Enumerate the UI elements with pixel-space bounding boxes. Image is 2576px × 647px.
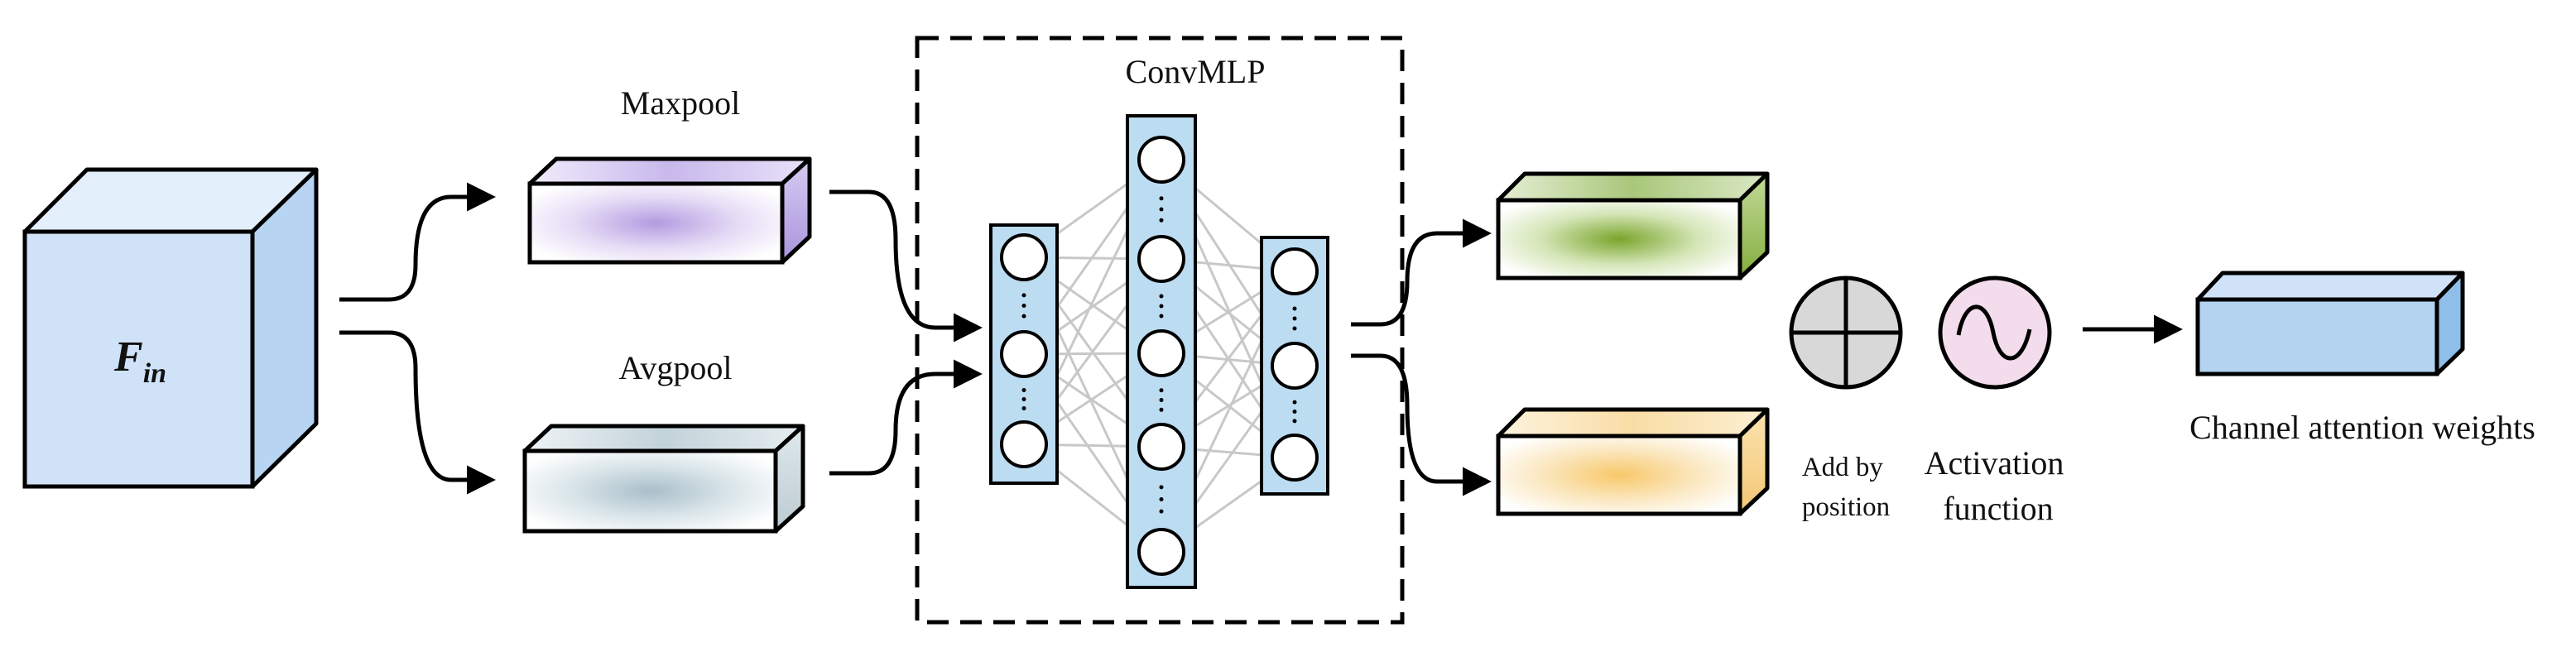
mlp-node — [1271, 434, 1319, 482]
mlp-node — [1000, 330, 1048, 378]
arrow-input-to-maxpool — [339, 182, 496, 302]
maxpool-top-face — [527, 156, 812, 186]
green-block-front-face — [1496, 198, 1742, 280]
mlp-node — [1137, 329, 1185, 377]
add-by-position-line1: Add by — [1802, 453, 1884, 482]
mlp-node — [1271, 247, 1319, 295]
convmlp-label: ConvMLP — [1126, 53, 1266, 90]
ellipsis-dot — [1159, 304, 1164, 309]
input-cube-front-face — [22, 229, 255, 489]
mlp-node — [1137, 136, 1185, 184]
activation-function-icon — [1938, 276, 2052, 390]
ellipsis-dot — [1159, 207, 1164, 212]
mlp-node — [1137, 235, 1185, 283]
ellipsis-dot — [1159, 407, 1164, 412]
avgpool-label: Avgpool — [618, 349, 732, 386]
avgpool-mlp-output-block — [1496, 407, 1770, 516]
arrow-convmlp-to-orange — [1351, 353, 1492, 496]
ellipsis-dot — [1159, 398, 1164, 402]
avgpool-front-face — [522, 448, 778, 534]
input-symbol: F — [113, 333, 143, 381]
ellipsis-dot — [1159, 388, 1164, 393]
ellipsis-dot — [1159, 509, 1164, 514]
activation-function-line1: Activation — [1925, 444, 2064, 482]
maxpool-front-face — [527, 181, 785, 265]
arrow-input-to-avgpool — [339, 330, 496, 495]
mlp-node — [1137, 528, 1185, 576]
ellipsis-dot — [1292, 306, 1297, 311]
arrow-maxpool-to-convmlp — [829, 189, 983, 343]
convmlp-box — [915, 36, 1405, 625]
arrow-avgpool-to-convmlp — [829, 359, 983, 476]
maxpool-mlp-output-block — [1496, 171, 1770, 280]
ellipsis-dot — [1021, 406, 1026, 410]
avgpool-block — [522, 424, 805, 534]
maxpool-label: Maxpool — [621, 84, 740, 122]
ellipsis-dot — [1159, 485, 1164, 490]
mlp-node — [1137, 423, 1185, 471]
mlp-network — [989, 114, 1329, 589]
ellipsis-dot — [1159, 218, 1164, 223]
orange-block-front-face — [1496, 434, 1742, 516]
ellipsis-dot — [1159, 314, 1164, 319]
ellipsis-dot — [1021, 304, 1026, 308]
mlp-node — [1271, 342, 1319, 390]
output-front-face — [2195, 297, 2439, 376]
ellipsis-dot — [1021, 388, 1026, 392]
mlp-node — [1000, 233, 1048, 281]
ellipsis-dot — [1292, 400, 1297, 405]
svg-text:Activation function: Activation function — [1925, 444, 2073, 527]
ellipsis-dot — [1159, 196, 1164, 201]
ellipsis-dot — [1159, 497, 1164, 501]
svg-text:Fin: Fin — [113, 333, 166, 389]
ellipsis-dot — [1159, 294, 1164, 299]
ellipsis-dot — [1021, 293, 1026, 298]
svg-text:Add by position: Add by position — [1802, 453, 1890, 522]
output-top-face — [2195, 271, 2465, 302]
ellipsis-dot — [1292, 410, 1297, 414]
input-subscript: in — [143, 358, 166, 389]
channel-attention-weights-block — [2195, 271, 2465, 376]
mlp-node — [1000, 420, 1048, 468]
maxpool-block — [527, 156, 812, 265]
input-feature-cube: Fin — [22, 167, 319, 489]
add-by-position-line2: position — [1802, 492, 1890, 522]
mlp-ellipsis-dots — [1021, 196, 1297, 514]
ellipsis-dot — [1292, 326, 1297, 331]
ellipsis-dot — [1021, 397, 1026, 401]
mlp-nodes — [1000, 136, 1319, 576]
arrow-convmlp-to-green — [1351, 218, 1492, 327]
orange-block-top-face — [1496, 407, 1770, 439]
ellipsis-dot — [1021, 314, 1026, 319]
channel-attention-weights-label: Channel attention weights — [2189, 409, 2535, 446]
ellipsis-dot — [1292, 316, 1297, 321]
add-by-position-icon — [1789, 276, 1903, 390]
ellipsis-dot — [1292, 419, 1297, 424]
activation-function-line2: function — [1943, 490, 2053, 527]
avgpool-top-face — [522, 424, 805, 453]
green-block-top-face — [1496, 171, 1770, 203]
